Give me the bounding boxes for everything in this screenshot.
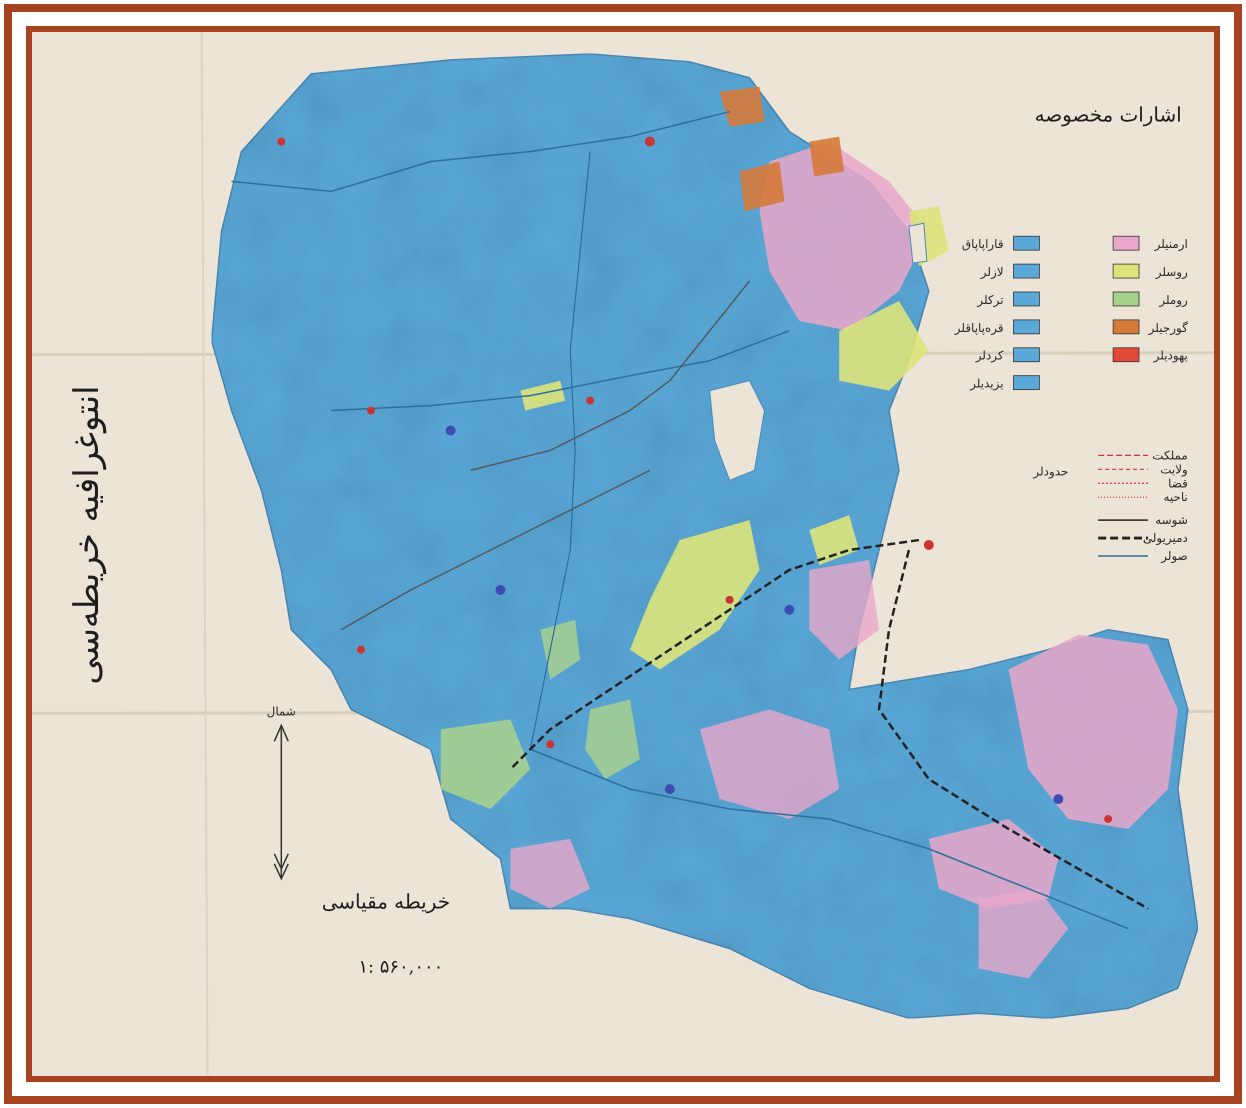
zone-yellow-northeast [839, 300, 929, 391]
river-central [331, 330, 790, 412]
legend-right-entry-label: روسلر [1155, 265, 1188, 280]
zone-green-southwest [440, 719, 531, 810]
legend: قاراپاپاق لازلر ترکلر قره‌پاپاقلر کردلر یزیدی… [954, 235, 1188, 392]
map-canvas: انتوغرافیه خریطه‌سی اشارات مخصوصه قاراپا… [32, 32, 1214, 1076]
legend-left-entry-label: قره‌پاپاقلر [954, 321, 1004, 336]
inner-frame: انتوغرافیه خریطه‌سی اشارات مخصوصه قاراپا… [26, 26, 1220, 1082]
zone-orange-north-2 [739, 161, 785, 212]
legend-right-entry-swatch [1112, 291, 1140, 307]
lake-northeast [908, 222, 928, 264]
boundary-type-label: ناحیه [1163, 490, 1187, 504]
legend-left-entry-label: کردلر [975, 349, 1004, 364]
zone-pink-southeast [928, 818, 1059, 909]
railway-line [509, 538, 920, 771]
legend-left-entry-label: ترکلر [976, 293, 1003, 308]
railway-line-east [877, 549, 1149, 910]
river-south [530, 748, 1129, 930]
outer-frame: انتوغرافیه خریطه‌سی اشارات مخصوصه قاراپا… [4, 4, 1242, 1104]
north-arrow-head [273, 723, 289, 742]
zone-pink-southwest [510, 838, 591, 909]
legend-right-entry-label: روملر [1158, 293, 1188, 308]
zone-pink-south-2 [978, 888, 1069, 979]
legend-right-entry-swatch [1112, 263, 1140, 279]
map-title-group: انتوغرافیه خریطه‌سی [67, 385, 107, 684]
zone-green-center [540, 619, 581, 680]
lake-center [709, 380, 765, 481]
scale-label: خریطه مقیاسی [322, 891, 450, 914]
north-arrow-fletching [273, 853, 289, 881]
road-east [470, 280, 751, 471]
zone-green-south [585, 699, 640, 780]
legend-left-entry-swatch [1013, 263, 1040, 279]
legend-left-entry-swatch [1013, 319, 1040, 335]
legend-left-entry-swatch [1013, 375, 1040, 391]
zone-pink-south [699, 709, 840, 819]
legend-title: اشارات مخصوصه [1035, 104, 1182, 127]
zone-orange-north-1 [719, 86, 765, 127]
zone-yellow-center [629, 520, 760, 670]
legend-right-entry-label: یهودیلر [1153, 349, 1188, 364]
legend-right-entry-swatch [1112, 347, 1140, 363]
boundaries-label: حدودلر [1032, 464, 1068, 479]
road-main [340, 469, 651, 631]
legend-left-entry-swatch [1013, 291, 1040, 307]
boundary-type-label: قضا [1168, 476, 1188, 490]
legend-left-entry-label: لازلر [980, 265, 1004, 280]
zone-orange-north-3 [809, 136, 845, 177]
zone-pink-northeast [759, 141, 929, 331]
legend-left-entry-label: یزیدیلر [969, 377, 1003, 392]
boundary-type-label: مملکت [1152, 448, 1188, 462]
legend-right-entry-swatch [1112, 319, 1140, 335]
north-label: شمال [267, 704, 296, 718]
map-title: انتوغرافیه خریطه‌سی [67, 385, 107, 684]
boundary-type-label: ولایت [1160, 462, 1188, 477]
legend-right-entry-swatch [1112, 235, 1140, 251]
zone-pink-center [809, 559, 880, 660]
legend-right-entry-label: ارمنیلر [1154, 237, 1188, 252]
zone-yellow-north [520, 380, 566, 411]
paper-fold-vertical [200, 32, 209, 1076]
road-type-label: شوسه [1155, 513, 1188, 528]
river-north [231, 110, 730, 193]
scale-value: ۱: ۵۶۰,۰۰۰ [358, 956, 443, 977]
legend-left-entry-label: قاراپاپاق [962, 237, 1004, 252]
settlement-markers [277, 136, 1113, 823]
north-arrow-group: شمال [267, 704, 296, 881]
legend-left-entry-swatch [1013, 347, 1040, 363]
zone-yellow-center-east [809, 515, 860, 565]
zone-pink-east [1008, 634, 1178, 829]
legend-left-entry-swatch [1013, 235, 1040, 251]
road-type-label: صولر [1160, 549, 1188, 564]
river-vertical [529, 151, 591, 750]
road-type-label: دمیریولی [1143, 531, 1188, 546]
legend-right-entry-label: گورجیلر [1148, 321, 1188, 336]
